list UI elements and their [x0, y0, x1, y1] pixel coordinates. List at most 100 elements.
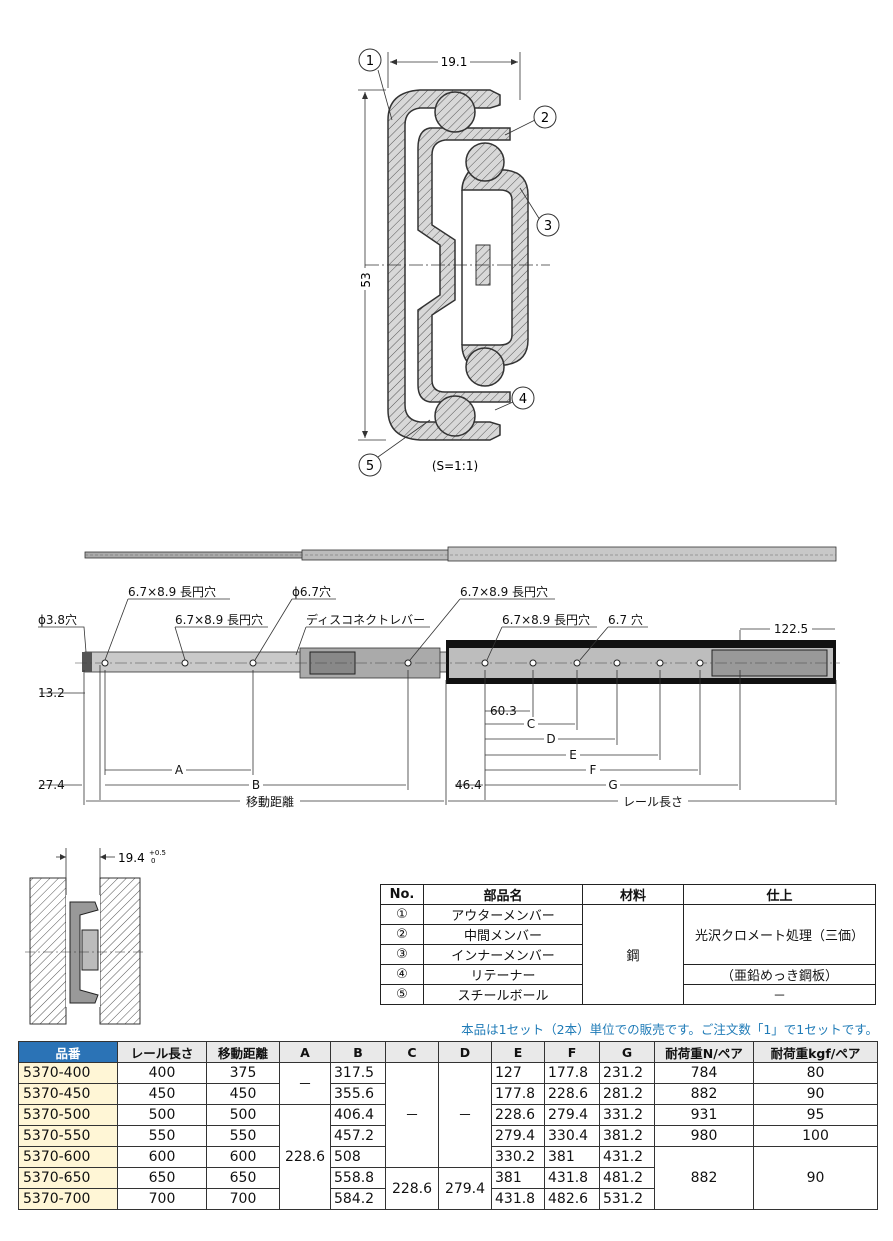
steel-ball: [434, 395, 476, 437]
rail-length: 700: [117, 1188, 207, 1210]
table-row: 5370-700 700 700 584.2 431.8 482.6 531.2: [18, 1188, 878, 1210]
parts-header-material: 材料: [582, 884, 684, 905]
part-no: ②: [380, 924, 424, 945]
spec-header: 移動距離: [206, 1041, 280, 1063]
part-finish-ball: －: [683, 984, 876, 1005]
dim-c: 228.6: [385, 1167, 439, 1210]
travel: 375: [206, 1062, 280, 1084]
callout-4: 4: [519, 392, 527, 407]
spec-table: 品番 レール長さ 移動距離 A B C D E F G 耐荷重N/ペア 耐荷重k…: [18, 1041, 878, 1210]
rail-length: 450: [117, 1083, 207, 1105]
load-kgf: 80: [753, 1062, 878, 1084]
dim-e: 127: [491, 1062, 545, 1084]
dim-a: －: [279, 1062, 331, 1105]
spec-header: A: [279, 1041, 331, 1063]
dim-e: 279.4: [491, 1125, 545, 1147]
load-n: 882: [654, 1083, 754, 1105]
load-kgf: 90: [753, 1083, 878, 1105]
dim-132: 13.2: [38, 686, 65, 700]
dim-g: 531.2: [599, 1188, 655, 1210]
dim-f: 431.8: [544, 1167, 600, 1189]
dim-a: 228.6: [279, 1104, 331, 1210]
spec-header: G: [599, 1041, 655, 1063]
parts-header-no: No.: [380, 884, 424, 905]
mount-tol-upper: +0.5: [149, 849, 166, 857]
load-n: 980: [654, 1125, 754, 1147]
part-material: 鋼: [582, 904, 684, 1005]
dim-e: 431.8: [491, 1188, 545, 1210]
dim-g: 381.2: [599, 1125, 655, 1147]
part-name: 中間メンバー: [423, 924, 583, 945]
callout-5: 5: [366, 459, 374, 474]
rail-length: 600: [117, 1146, 207, 1168]
rail-length: 400: [117, 1062, 207, 1084]
mount-dim: 19.4: [118, 851, 145, 865]
rail-length: 500: [117, 1104, 207, 1126]
steel-ball: [465, 347, 505, 387]
inner-member: [461, 169, 529, 366]
spec-header: 耐荷重N/ペア: [654, 1041, 754, 1063]
callout-1: 1: [366, 54, 374, 69]
part-no: ④: [380, 964, 424, 985]
dim-b: 508: [330, 1146, 386, 1168]
parts-header-finish: 仕上: [683, 884, 876, 905]
mount-detail-drawing: 19.4 +0.5 0: [25, 848, 166, 1025]
dim-g: 481.2: [599, 1167, 655, 1189]
travel-label: 移動距離: [246, 795, 294, 809]
slot-label-4: 6.7×8.9 長円穴: [502, 612, 590, 627]
callout-2: 2: [541, 111, 549, 126]
load-kgf: 100: [753, 1125, 878, 1147]
mount-tol-lower: 0: [151, 857, 155, 865]
dim-b: 558.8: [330, 1167, 386, 1189]
dim-e: 177.8: [491, 1083, 545, 1105]
dim-d: －: [438, 1062, 492, 1168]
dim-g: 431.2: [599, 1146, 655, 1168]
dim-c: －: [385, 1062, 439, 1168]
part-number: 5370-600: [18, 1146, 118, 1168]
slot-label-2: 6.7×8.9 長円穴: [175, 612, 263, 627]
spec-header: 耐荷重kgf/ペア: [753, 1041, 878, 1063]
steel-ball: [465, 142, 505, 182]
part-number: 5370-500: [18, 1104, 118, 1126]
dim-A: A: [175, 763, 184, 777]
dim-e: 381: [491, 1167, 545, 1189]
hole-38-label: ϕ3.8穴: [38, 612, 77, 627]
dim-464: 46.4: [455, 778, 482, 792]
dim-b: 317.5: [330, 1062, 386, 1084]
table-row: 5370-400 400 375 － 317.5 － － 127 177.8 2…: [18, 1062, 878, 1168]
dim-f: 330.4: [544, 1125, 600, 1147]
travel: 450: [206, 1083, 280, 1105]
dim-b: 457.2: [330, 1125, 386, 1147]
slot-label-1: 6.7×8.9 長円穴: [128, 584, 216, 599]
slot-label-3: 6.7×8.9 長円穴: [460, 584, 548, 599]
part-finish: 光沢クロメート処理（三価）: [683, 904, 876, 965]
dim-E: E: [569, 748, 577, 762]
outer-member: [387, 89, 501, 441]
dim-f: 177.8: [544, 1062, 600, 1084]
table-row: 5370-600 600 600 508 330.2 381 431.2 882…: [18, 1146, 878, 1210]
travel: 550: [206, 1125, 280, 1147]
rail-length: 650: [117, 1167, 207, 1189]
spec-header: D: [438, 1041, 492, 1063]
callout-3: 3: [544, 219, 552, 234]
spec-header: B: [330, 1041, 386, 1063]
part-name: インナーメンバー: [423, 944, 583, 965]
dim-g: 281.2: [599, 1083, 655, 1105]
load-n: 931: [654, 1104, 754, 1126]
spec-header: レール長さ: [117, 1041, 207, 1063]
dim-b: 355.6: [330, 1083, 386, 1105]
dim-F: F: [590, 763, 597, 777]
disconnect-lever-label: ディスコネクトレバー: [306, 612, 425, 627]
part-name: スチールボール: [423, 984, 583, 1005]
part-number: 5370-450: [18, 1083, 118, 1105]
scale-label: (S=1:1): [432, 459, 478, 473]
part-number: 5370-550: [18, 1125, 118, 1147]
part-no: ⑤: [380, 984, 424, 1005]
spec-header: F: [544, 1041, 600, 1063]
part-no: ③: [380, 944, 424, 965]
dim-1225: 122.5: [774, 622, 808, 636]
dim-f: 228.6: [544, 1083, 600, 1105]
dim-width-label: 19.1: [441, 55, 468, 69]
spec-header: E: [491, 1041, 545, 1063]
part-name: アウターメンバー: [423, 904, 583, 925]
